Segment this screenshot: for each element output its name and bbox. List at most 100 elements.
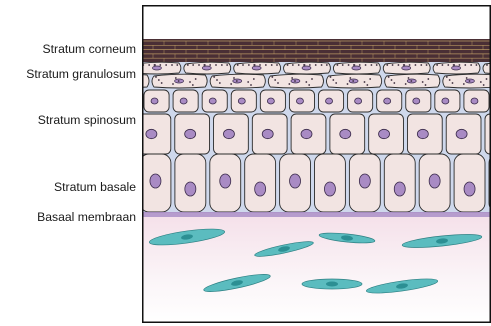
keratohyalin-granule	[172, 83, 174, 85]
keratohyalin-granule	[352, 80, 354, 82]
keratohyalin-granule	[271, 64, 273, 66]
spinous-nucleus	[379, 129, 390, 138]
keratohyalin-granule	[359, 64, 361, 66]
keratohyalin-granule	[158, 79, 160, 81]
granular-nucleus	[152, 66, 161, 70]
granular-nucleus	[402, 66, 411, 70]
keratohyalin-granule	[466, 77, 468, 79]
basal-nucleus	[464, 182, 475, 196]
basal-nucleus	[255, 182, 266, 196]
granular-nucleus	[352, 66, 361, 70]
keratohyalin-granule	[420, 64, 422, 66]
granular-nucleus	[202, 66, 211, 70]
keratohyalin-granule	[292, 64, 294, 66]
keratohyalin-granule	[237, 64, 239, 66]
spinous-small-nucleus	[413, 98, 420, 104]
basal-nucleus	[290, 174, 301, 188]
keratohyalin-granule	[353, 64, 355, 66]
keratohyalin-granule	[464, 64, 466, 66]
keratohyalin-granule	[403, 64, 405, 66]
keratohyalin-granule	[386, 64, 388, 66]
keratohyalin-granule	[274, 79, 276, 81]
basal-nucleus	[429, 174, 440, 188]
keratohyalin-granule	[148, 64, 150, 66]
keratohyalin-granule	[271, 76, 273, 78]
basal-nucleus	[185, 182, 196, 196]
layer-labels: Stratum corneum Stratum granulosum Strat…	[0, 0, 140, 326]
keratohyalin-granule	[486, 78, 488, 80]
keratohyalin-granule	[347, 83, 349, 85]
stratum-basale-layer	[142, 154, 491, 212]
stratum-spinosum-layer	[142, 114, 491, 154]
keratohyalin-granule	[233, 77, 235, 79]
keratohyalin-granule	[392, 64, 394, 66]
keratohyalin-granule	[426, 64, 428, 66]
basal-nucleus	[150, 174, 161, 188]
keratohyalin-granule	[332, 79, 334, 81]
spinous-small-nucleus	[267, 98, 274, 104]
keratohyalin-granule	[308, 84, 310, 86]
basement-membrane-band	[142, 212, 491, 217]
keratohyalin-granule	[189, 81, 191, 83]
keratohyalin-granule	[291, 77, 293, 79]
keratohyalin-granule	[288, 83, 290, 85]
label-stratum-spinosum: Stratum spinosum	[38, 114, 136, 126]
keratohyalin-granule	[364, 81, 366, 83]
keratohyalin-granule	[470, 64, 472, 66]
basal-membrane	[142, 212, 491, 217]
keratohyalin-granule	[298, 64, 300, 66]
keratohyalin-granule	[393, 82, 395, 84]
spinous-small-nucleus	[384, 98, 391, 104]
keratohyalin-granule	[349, 77, 351, 79]
keratohyalin-granule	[330, 76, 332, 78]
keratohyalin-granule	[427, 78, 429, 80]
keratohyalin-granule	[422, 81, 424, 83]
spinous-nucleus	[262, 129, 273, 138]
keratohyalin-granule	[161, 82, 163, 84]
spinous-small-nucleus	[238, 98, 245, 104]
spinous-nucleus	[185, 129, 196, 138]
keratohyalin-granule	[391, 79, 393, 81]
keratohyalin-granule	[486, 64, 488, 66]
keratohyalin-granule	[311, 78, 313, 80]
spinous-small-nucleus	[209, 98, 216, 104]
basal-nucleus	[324, 182, 335, 196]
keratohyalin-granule	[159, 64, 161, 66]
keratohyalin-granule	[187, 64, 189, 66]
keratohyalin-granule	[371, 64, 373, 66]
keratohyalin-granule	[198, 64, 200, 66]
keratohyalin-granule	[303, 64, 305, 66]
keratohyalin-granule	[449, 79, 451, 81]
keratohyalin-granule	[276, 64, 278, 66]
spinous-small-nucleus	[326, 98, 333, 104]
label-stratum-granulosum: Stratum granulosum	[26, 68, 136, 80]
keratohyalin-granule	[447, 64, 449, 66]
basal-nucleus	[359, 174, 370, 188]
keratohyalin-granule	[376, 64, 378, 66]
label-basaal-membraan: Basaal membraan	[37, 211, 136, 223]
granular-nucleus	[452, 66, 461, 70]
keratohyalin-granule	[321, 64, 323, 66]
keratohyalin-granule	[176, 64, 178, 66]
spinous-nucleus	[417, 129, 428, 138]
keratohyalin-granule	[242, 64, 244, 66]
spinous-nucleus	[301, 129, 312, 138]
keratohyalin-granule	[442, 64, 444, 66]
spinous-small-nucleus	[151, 98, 158, 104]
keratohyalin-granule	[216, 79, 218, 81]
keratohyalin-granule	[337, 64, 339, 66]
keratohyalin-granule	[215, 64, 217, 66]
keratohyalin-granule	[483, 84, 485, 86]
keratohyalin-granule	[409, 64, 411, 66]
keratohyalin-granule	[226, 64, 228, 66]
spinous-nucleus	[223, 129, 234, 138]
keratohyalin-granule	[294, 80, 296, 82]
keratohyalin-granule	[195, 78, 197, 80]
granular-nucleus	[252, 66, 261, 70]
keratohyalin-granule	[476, 64, 478, 66]
keratohyalin-granule	[342, 64, 344, 66]
keratohyalin-granule	[405, 83, 407, 85]
fibroblast-nucleus	[326, 282, 338, 287]
keratohyalin-granule	[425, 84, 427, 86]
keratohyalin-granule	[398, 64, 400, 66]
